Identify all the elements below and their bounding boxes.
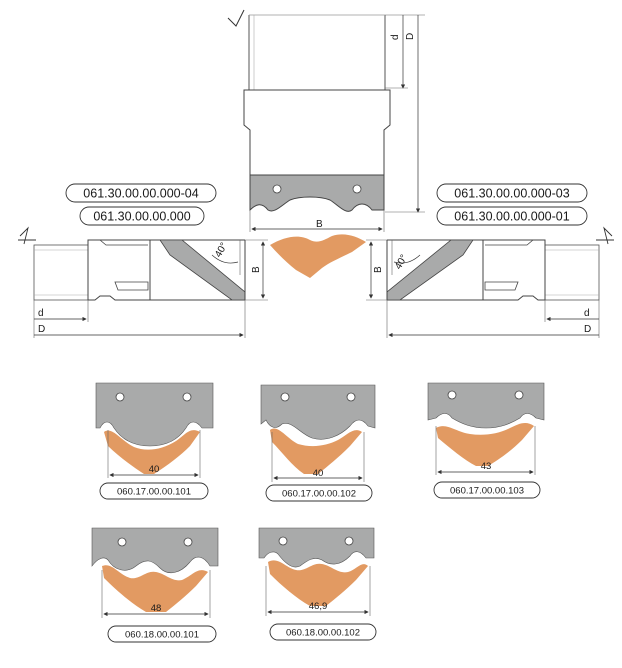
right-cutter-head: 40° B d D: [366, 226, 614, 338]
knife-060-18-102: 46,9 060.18.00.00.102: [258, 527, 377, 641]
label-B-left: B: [251, 266, 262, 273]
code-right-1: 061.30.00.00.000-03: [454, 187, 569, 201]
knife-060-17-103: 43 060.17.00.00.103: [427, 382, 545, 499]
knife-3-code: 060.17.00.00.103: [450, 486, 524, 497]
knife-4-code: 060.18.00.00.101: [125, 630, 199, 641]
center-cutter-head: d D B: [227, 9, 425, 278]
label-B-top: B: [316, 219, 323, 230]
label-angle-left: 40°: [213, 241, 230, 260]
knife-2-width: 40: [313, 468, 324, 479]
knife-1-code: 060.17.00.00.101: [117, 487, 191, 498]
code-left-1: 061.30.00.00.000-04: [83, 187, 198, 201]
code-right-2: 061.30.00.00.000-01: [454, 210, 569, 224]
left-cutter-head: 40° B d D: [18, 226, 268, 338]
code-box-left-2: 061.30.00.00.000: [79, 206, 205, 226]
code-box-right-2: 061.30.00.00.000-01: [436, 206, 588, 226]
knife-060-17-102: 40 060.17.00.00.102: [260, 384, 376, 502]
code-left-2: 061.30.00.00.000: [93, 210, 190, 224]
code-box-right-1: 061.30.00.00.000-03: [436, 183, 588, 203]
knife-2-code: 060.17.00.00.102: [282, 489, 356, 500]
label-angle-right: 40°: [393, 253, 410, 272]
knife-060-17-101: 40 060.17.00.00.101: [95, 382, 214, 500]
label-d-top: d: [390, 34, 401, 40]
code-box-left-1: 061.30.00.00.000-04: [65, 183, 217, 203]
label-d-right: d: [584, 308, 590, 319]
label-D-top: D: [405, 33, 416, 40]
label-d-left: d: [38, 308, 44, 319]
knife-4-width: 48: [151, 603, 162, 614]
knife-060-18-101: 48 060.18.00.00.101: [91, 527, 219, 643]
label-D-right: D: [584, 324, 591, 335]
knife-3-width: 43: [481, 461, 492, 472]
label-D-left: D: [38, 324, 45, 335]
knife-5-code: 060.18.00.00.102: [286, 628, 360, 639]
knife-5-width: 46,9: [309, 601, 328, 612]
label-B-right: B: [373, 266, 384, 273]
knife-1-width: 40: [149, 464, 160, 475]
